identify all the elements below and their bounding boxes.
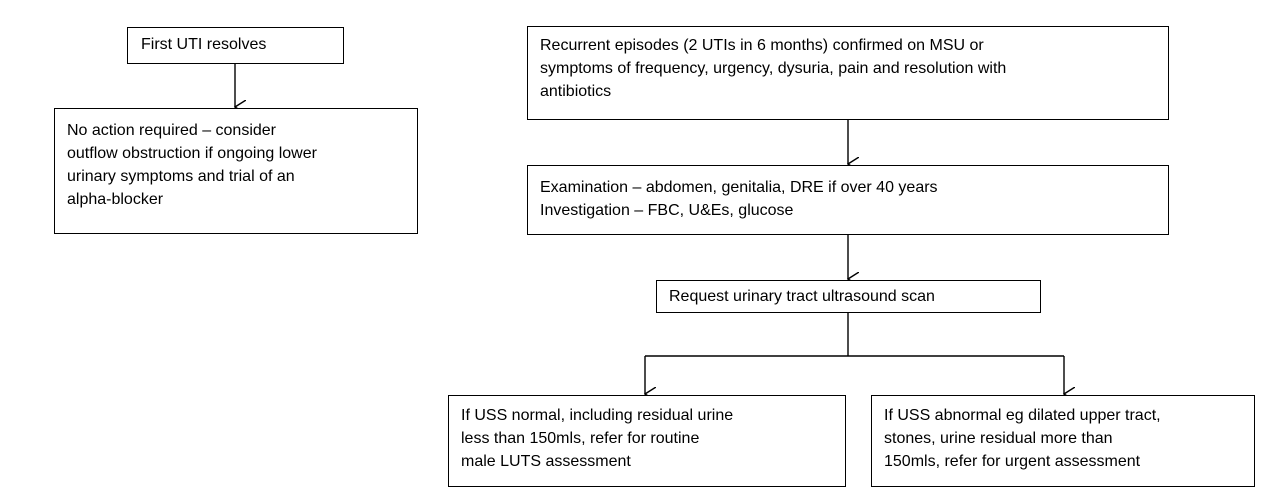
no-action-line-1: No action required – consider: [67, 122, 277, 139]
uss-abnormal-box: If USS abnormal eg dilated upper tract, …: [871, 395, 1255, 487]
uss-abnormal-line-1: If USS abnormal eg dilated upper tract,: [884, 407, 1161, 424]
uss-abnormal-line-2: stones, urine residual more than: [884, 430, 1113, 447]
recurrent-line-2: symptoms of frequency, urgency, dysuria,…: [540, 60, 1007, 77]
examination-box: Examination – abdomen, genitalia, DRE if…: [527, 165, 1169, 235]
uss-abnormal-line-3: 150mls, refer for urgent assessment: [884, 453, 1141, 470]
no-action-line-2: outflow obstruction if ongoing lower: [67, 145, 317, 162]
uss-normal-line-3: male LUTS assessment: [461, 453, 631, 470]
first-uti-line-1: First UTI resolves: [141, 36, 267, 53]
examination-line-1: Examination – abdomen, genitalia, DRE if…: [540, 179, 938, 196]
uss-normal-line-2: less than 150mls, refer for routine: [461, 430, 700, 447]
uss-normal-line-1: If USS normal, including residual urine: [461, 407, 734, 424]
recurrent-episodes-box: Recurrent episodes (2 UTIs in 6 months) …: [527, 26, 1169, 120]
first-uti-box: First UTI resolves: [127, 27, 344, 64]
no-action-box: No action required – consider outflow ob…: [54, 108, 418, 234]
uss-normal-box: If USS normal, including residual urine …: [448, 395, 846, 487]
recurrent-line-1: Recurrent episodes (2 UTIs in 6 months) …: [540, 37, 984, 54]
ultrasound-line-1: Request urinary tract ultrasound scan: [669, 288, 935, 305]
recurrent-line-3: antibiotics: [540, 83, 612, 100]
ultrasound-box: Request urinary tract ultrasound scan: [656, 280, 1041, 313]
examination-line-2: Investigation – FBC, U&Es, glucose: [540, 202, 794, 219]
no-action-line-3: urinary symptoms and trial of an: [67, 168, 295, 185]
no-action-line-4: alpha-blocker: [67, 191, 164, 208]
